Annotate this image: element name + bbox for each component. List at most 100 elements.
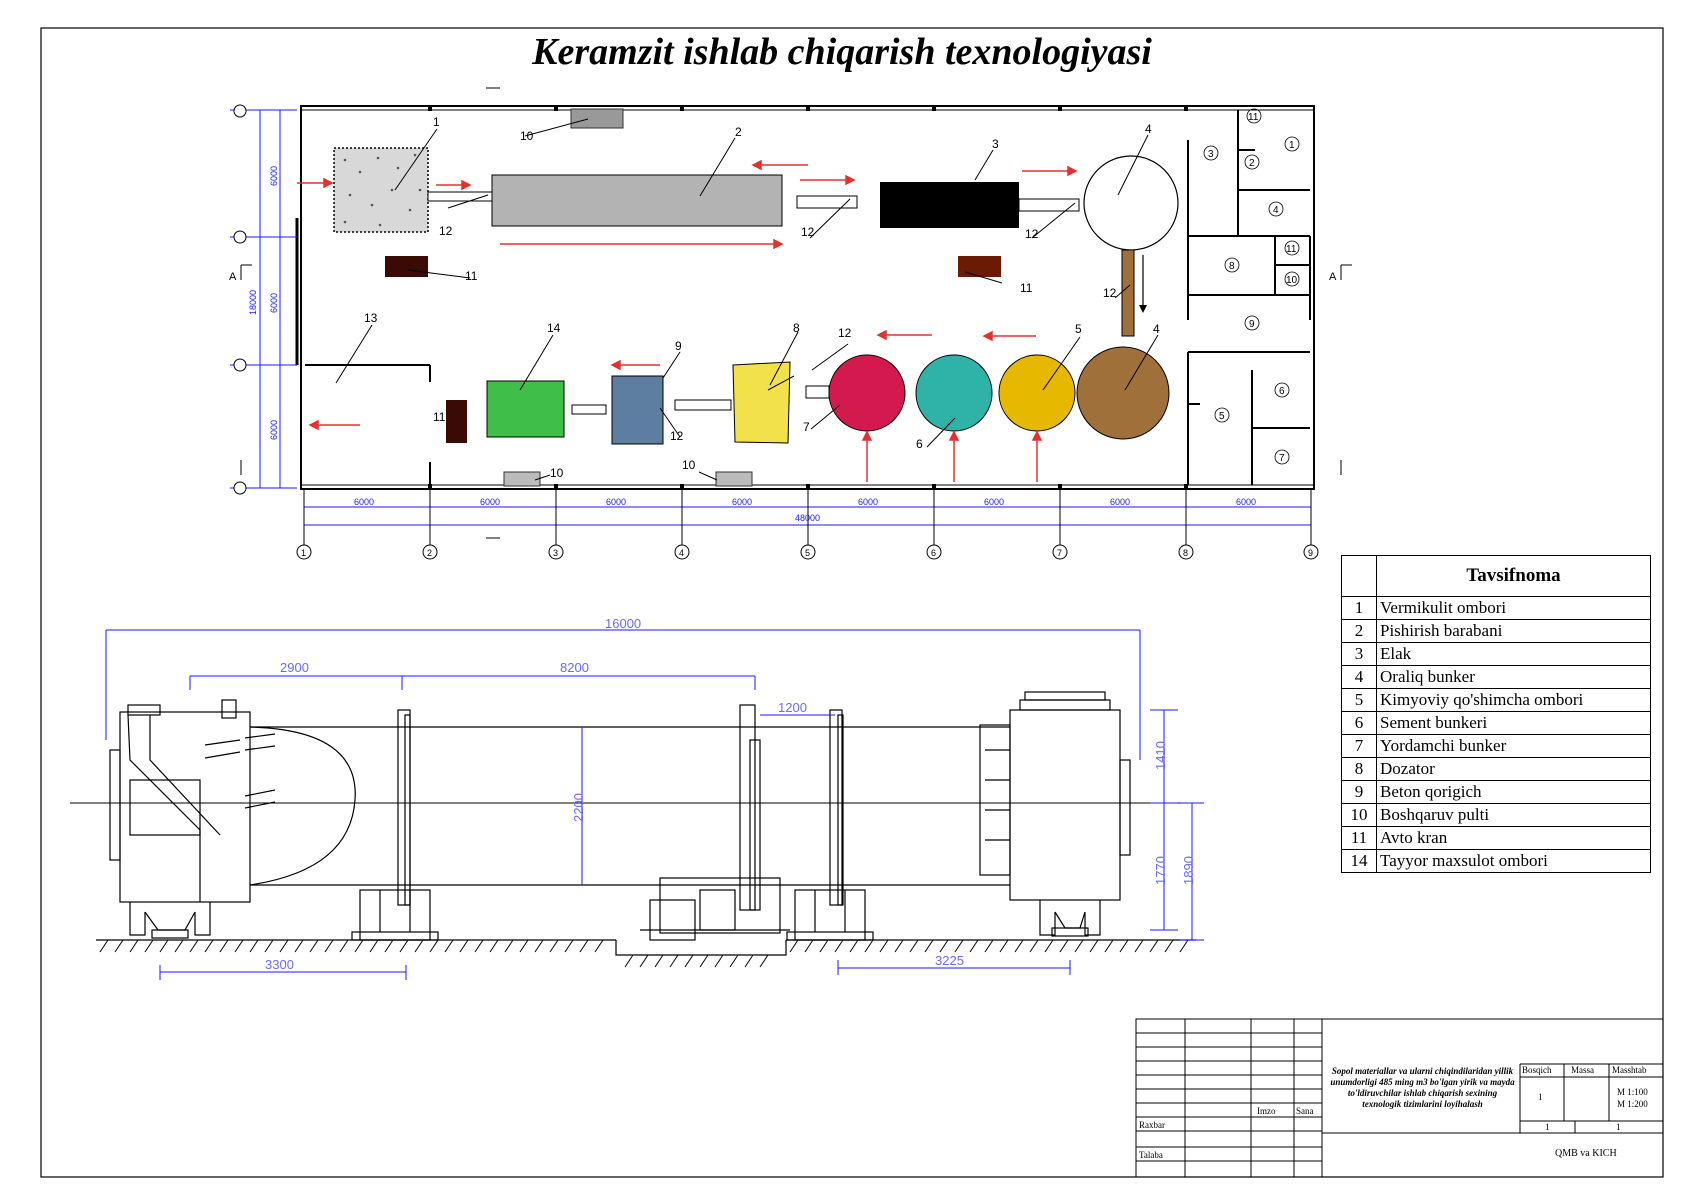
room-label: 3 (1208, 149, 1214, 160)
elevation-dimension: 16000 (605, 616, 641, 631)
span-dimension: 6000 (1236, 497, 1256, 507)
item-label: 12 (439, 224, 453, 238)
item-label: 1 (433, 115, 440, 129)
room-label: 11 (1248, 112, 1259, 123)
item-label: 11 (465, 269, 478, 283)
additive-store (998, 354, 1076, 432)
item-label: 12 (838, 326, 852, 340)
span-dimension: 6000 (732, 497, 752, 507)
item-label: 12 (1103, 286, 1117, 300)
item-label: 9 (675, 339, 682, 353)
span-dimension: 6000 (354, 497, 374, 507)
overall-dimension: 48000 (795, 513, 820, 523)
section-mark: A (229, 271, 237, 283)
item-label: 8 (793, 321, 800, 335)
sheet-value: 1 (1545, 1122, 1550, 1132)
elevation-dimension: 2200 (571, 793, 586, 822)
row-dimension: 6000 (269, 420, 279, 440)
item-label: 12 (1025, 227, 1039, 241)
room-label: 7 (1279, 453, 1285, 464)
concrete-mixer (611, 375, 664, 445)
axis-label: 5 (805, 548, 810, 558)
room-label: 5 (1219, 411, 1225, 422)
span-dimension: 6000 (858, 497, 878, 507)
item-label: 10 (520, 129, 534, 143)
item-label: 5 (1075, 322, 1082, 336)
axis-label: 7 (1057, 548, 1062, 558)
room-label: 9 (1249, 319, 1255, 330)
legend-title: Tavsifnoma (1376, 555, 1651, 597)
axis-label: 2 (427, 548, 432, 558)
axis-label: 9 (1308, 548, 1313, 558)
student-label: Talaba (1139, 1150, 1163, 1160)
scale-header: Masshtab (1612, 1065, 1647, 1075)
crane (958, 256, 1001, 277)
item-label: 12 (801, 225, 815, 239)
item-label: 2 (735, 125, 742, 139)
item-label: 6 (916, 437, 923, 451)
room-label: 6 (1279, 386, 1285, 397)
stage-header: Bosqich (1522, 1065, 1552, 1075)
room-label: 8 (1229, 261, 1235, 272)
elevation-dimension: 2900 (280, 660, 309, 675)
axis-label: 3 (553, 548, 558, 558)
item-label: 3 (992, 137, 999, 151)
drawing-title: Keramzit ishlab chiqarish texnologiyasi (532, 31, 1152, 73)
room-label: 11 (1286, 244, 1297, 255)
axis-label: 1 (301, 548, 306, 558)
title-block (1135, 1018, 1664, 1178)
room-label: 10 (1286, 275, 1298, 286)
drum-elevation (70, 629, 1204, 980)
elevation-dimension: 8200 (560, 660, 589, 675)
item-label: 14 (547, 321, 561, 335)
sign-label: Imzo (1257, 1106, 1276, 1116)
item-label: 4 (1153, 322, 1160, 336)
firing-drum (491, 174, 783, 227)
vermiculite-store (333, 147, 429, 233)
crane (446, 400, 467, 443)
axis-label: 8 (1183, 548, 1188, 558)
stage-value: 1 (1538, 1092, 1543, 1102)
room-label: 4 (1273, 205, 1279, 216)
item-label: 12 (670, 429, 684, 443)
organization: QMB va KICH (1555, 1148, 1617, 1159)
item-label: 10 (550, 466, 564, 480)
crane (385, 256, 428, 277)
elevation-dimension: 1770 (1153, 856, 1168, 885)
control-panel (570, 108, 624, 129)
section-mark: A (1329, 271, 1337, 283)
control-panel (715, 471, 753, 487)
product-store (486, 380, 565, 438)
mass-header: Massa (1571, 1065, 1594, 1075)
height-dimension: 18000 (248, 290, 258, 315)
axis-label: 4 (679, 548, 684, 558)
elevation-dimension: 3300 (265, 957, 294, 972)
row-dimension: 6000 (269, 293, 279, 313)
item-label: 11 (433, 410, 446, 424)
intermediate-bunker-bottom (1076, 346, 1170, 440)
room-label: 1 (1289, 140, 1295, 151)
row-dimension: 6000 (269, 166, 279, 186)
item-label: 13 (364, 311, 378, 325)
span-dimension: 6000 (984, 497, 1004, 507)
scale-value: M 1:100 (1617, 1087, 1648, 1097)
elevation-dimension: 1200 (778, 700, 807, 715)
date-label: Sana (1296, 1106, 1314, 1116)
scale-value: M 1:200 (1617, 1099, 1648, 1109)
span-dimension: 6000 (1110, 497, 1130, 507)
auxiliary-bunker (828, 354, 906, 432)
sieve (880, 182, 1019, 228)
item-label: 7 (803, 420, 810, 434)
